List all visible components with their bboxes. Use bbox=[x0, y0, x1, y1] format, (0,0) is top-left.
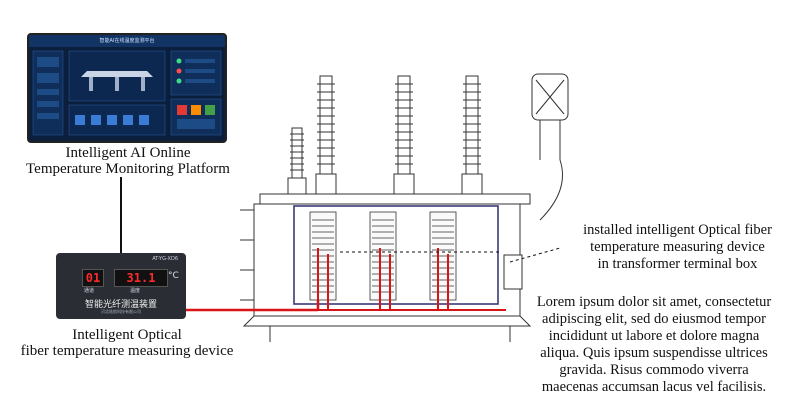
device-model-label: AT-YG-XD6 bbox=[152, 256, 178, 262]
coil-3 bbox=[429, 211, 457, 301]
conservator-tank bbox=[531, 73, 569, 221]
terminal-box-leader bbox=[509, 247, 561, 263]
winding-frame bbox=[293, 205, 499, 305]
channel-label: 通道 bbox=[84, 288, 95, 294]
device-caption: Intelligent Optical fiber temperature me… bbox=[8, 327, 246, 359]
celsius-unit: °C bbox=[168, 271, 179, 281]
lorem-line6: maecenas accumsan lacus vel facilisis. bbox=[541, 379, 767, 395]
channel-display: 01 bbox=[82, 269, 104, 287]
platform-dashboard-graphic bbox=[32, 50, 222, 136]
bushing-1 bbox=[315, 75, 337, 195]
device-caption-line1: Intelligent Optical bbox=[72, 327, 182, 343]
device-chinese-subtitle: 河北陆航科技有限公司 bbox=[101, 309, 141, 314]
platform-header: 智能AI在线温度监测平台 bbox=[29, 35, 225, 47]
terminal-box bbox=[503, 254, 523, 290]
lorem-line2: adipiscing elit, sed do eiusmod tempor bbox=[542, 311, 766, 327]
lorem-line4: aliqua. Quis ipsum suspendisse ultrices bbox=[540, 345, 768, 361]
platform-caption: Intelligent AI Online Temperature Monito… bbox=[10, 145, 246, 177]
lorem-note: Lorem ipsum dolor sit amet, consectetur … bbox=[510, 294, 798, 396]
temperature-display: 31.1 bbox=[114, 269, 168, 287]
device-caption-line2: fiber temperature measuring device bbox=[20, 343, 234, 359]
terminal-note-line2: temperature measuring device bbox=[590, 239, 765, 255]
transformer-drawing bbox=[240, 73, 569, 342]
temperature-label: 温度 bbox=[130, 288, 141, 294]
lorem-line5: gravida. Risus commodo viverra bbox=[559, 362, 749, 378]
coil-2 bbox=[369, 211, 397, 301]
bushing-2 bbox=[393, 75, 415, 195]
bushing-3 bbox=[461, 75, 483, 195]
device-chinese-title: 智能光纤测温装置 bbox=[84, 300, 157, 310]
platform-caption-line1: Intelligent AI Online bbox=[65, 145, 191, 161]
terminal-box-note: installed intelligent Optical fiber temp… bbox=[560, 222, 795, 273]
lorem-line3: incididunt ut labore et dolore magna bbox=[548, 328, 760, 344]
coil-1 bbox=[309, 211, 337, 301]
platform-caption-line2: Temperature Monitoring Platform bbox=[26, 161, 230, 177]
terminal-note-line3: in transformer terminal box bbox=[597, 256, 758, 272]
lorem-line1: Lorem ipsum dolor sit amet, consectetur bbox=[536, 294, 772, 310]
fiber-temperature-device: AT-YG-XD6 01 31.1 通道 温度 °C 智能光纤测温装置 河北陆航… bbox=[56, 253, 186, 319]
terminal-note-line1: installed intelligent Optical fiber bbox=[583, 222, 772, 238]
monitoring-platform-screen: 智能AI在线温度监测平台 bbox=[27, 33, 227, 143]
fiber-probes bbox=[317, 248, 506, 311]
